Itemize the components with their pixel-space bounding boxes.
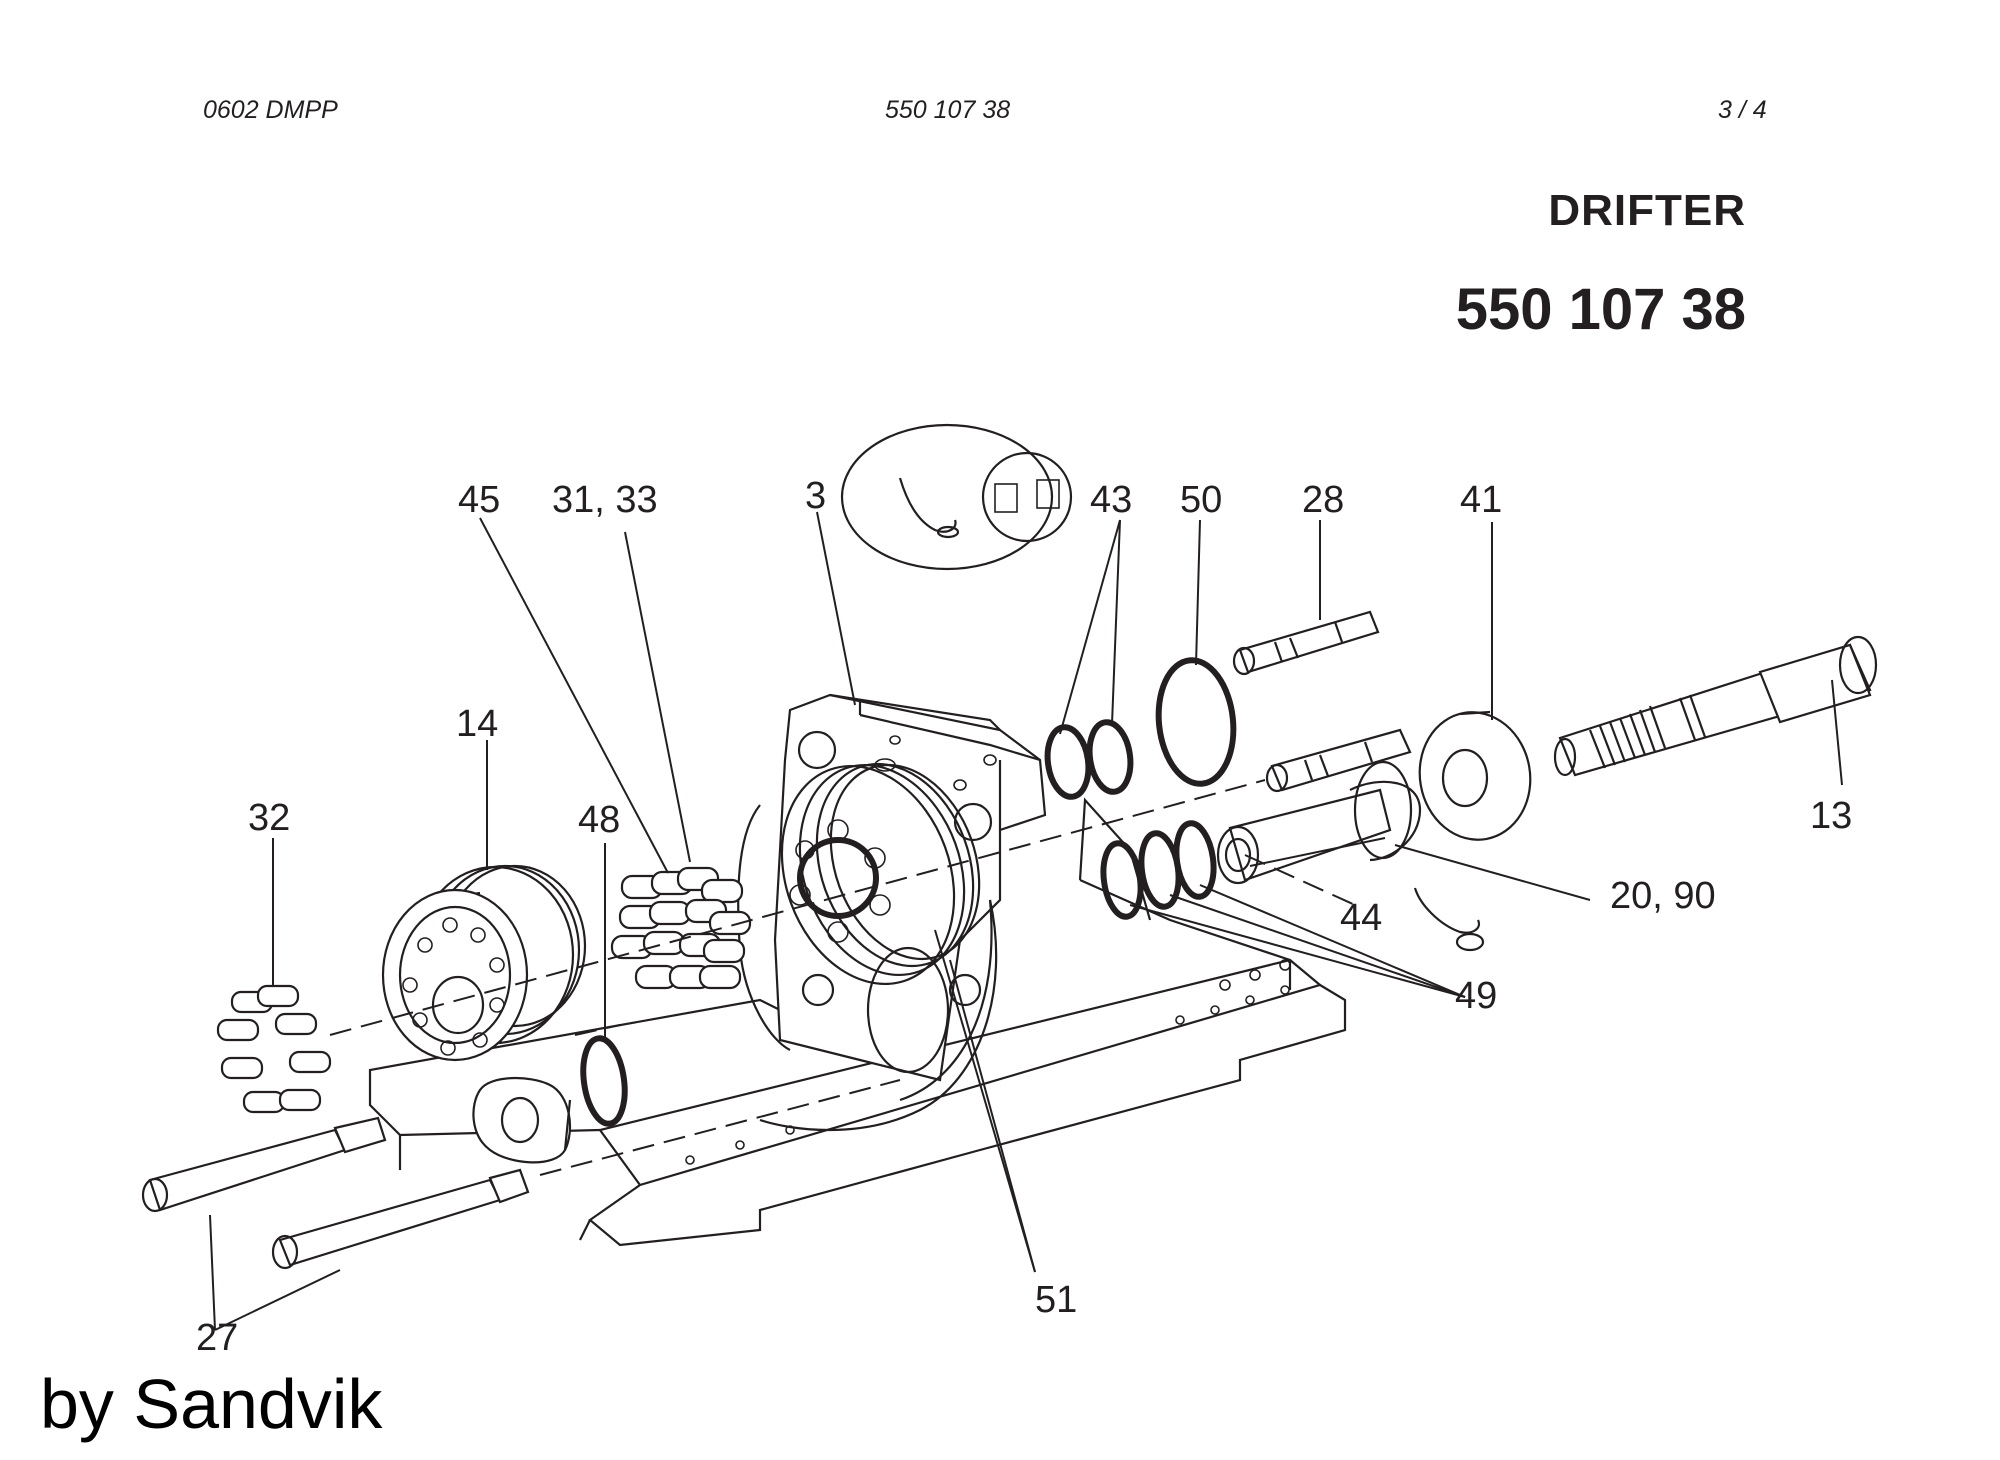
callout-41: 41 [1460,479,1502,521]
long-bolts [141,1116,530,1270]
callout-28: 28 [1302,479,1344,521]
callout-31-33: 31, 33 [552,479,658,521]
callout-45: 45 [458,479,500,521]
callout-14: 14 [456,703,498,745]
callout-27: 27 [196,1317,238,1359]
callout-51: 51 [1035,1279,1077,1321]
bracket-lug [472,1076,572,1164]
callout-13: 13 [1810,795,1852,837]
header-code: 0602 DMPP [203,96,338,124]
callout-49: 49 [1455,975,1497,1017]
callout-labels: 45 31, 33 3 43 50 28 41 13 14 32 48 20, … [196,475,1852,1359]
header-part-number: 550 107 38 [885,96,1011,124]
callout-43: 43 [1090,479,1132,521]
callout-48: 48 [578,799,620,841]
callout-32: 32 [248,797,290,839]
callout-20-90: 20, 90 [1610,875,1716,917]
spline-shaft [1553,635,1878,777]
callout-50: 50 [1180,479,1222,521]
housing-block [737,693,1047,1132]
o-rings [580,657,1237,1127]
pin-spool [1232,610,1412,793]
detail-inset [840,423,1485,952]
bolt-cluster [610,866,752,990]
pin-group [216,984,332,1114]
leader-lines [209,511,1843,1331]
side-cover [381,864,587,1062]
sleeve-shaft [1216,760,1422,885]
watermark: by Sandvik [40,1365,383,1443]
washer [1418,710,1532,841]
part-number: 550 107 38 [1455,277,1746,342]
page-number: 3 / 4 [1718,96,1767,124]
callout-3: 3 [805,475,826,517]
page-title: DRIFTER [1548,186,1746,235]
callout-44: 44 [1340,897,1382,939]
